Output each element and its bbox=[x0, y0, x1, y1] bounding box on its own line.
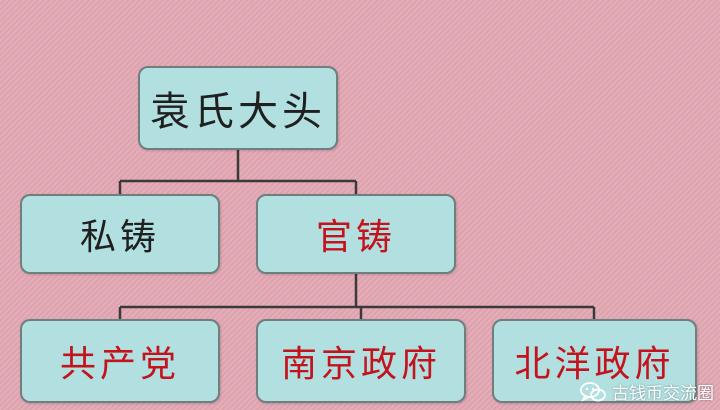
node-label: 袁氏大头 bbox=[150, 89, 326, 135]
chat-bubbles-icon bbox=[580, 381, 606, 402]
node-nanjing-government: 南京政府 bbox=[256, 319, 466, 403]
node-communist-party: 共产党 bbox=[20, 319, 220, 403]
node-label: 私铸 bbox=[79, 217, 160, 258]
node-beiyang-government: 北洋政府 bbox=[492, 319, 697, 403]
watermark-text: 古钱币交流圈 bbox=[612, 384, 714, 404]
node-private-mint: 私铸 bbox=[20, 194, 220, 274]
node-label: 北洋政府 bbox=[514, 344, 675, 385]
node-yuan-dollar: 袁氏大头 bbox=[138, 66, 338, 150]
watermark: 古钱币交流圈 bbox=[580, 379, 714, 404]
node-label: 南京政府 bbox=[280, 344, 441, 385]
node-label: 官铸 bbox=[315, 217, 396, 258]
node-label: 共产党 bbox=[59, 344, 180, 385]
node-official-mint: 官铸 bbox=[256, 194, 456, 274]
